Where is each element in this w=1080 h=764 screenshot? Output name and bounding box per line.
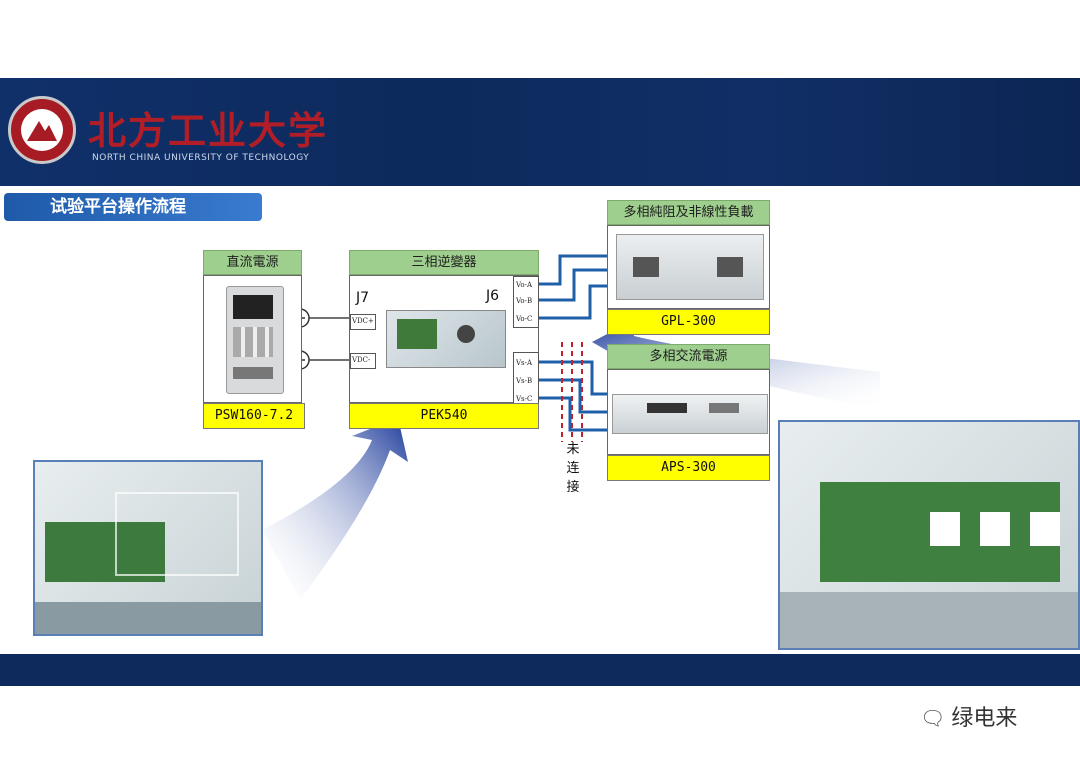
port-vs-a: Vs-A xyxy=(516,359,532,367)
dc-source-image xyxy=(203,275,302,403)
ac-source-device-icon xyxy=(612,394,768,434)
dc-source-model: PSW160-7.2 xyxy=(203,403,305,429)
dc-source-header: 直流電源 xyxy=(203,250,302,275)
footer-band xyxy=(0,654,1080,686)
ac-source-header: 多相交流電源 xyxy=(607,344,770,369)
inverter-header: 三相逆變器 xyxy=(349,250,539,275)
load-device-icon xyxy=(616,234,764,300)
ac-source-image xyxy=(607,369,770,455)
power-supply-icon xyxy=(226,286,284,394)
j6-label: J6 xyxy=(486,288,499,304)
inverter-model: PEK540 xyxy=(349,403,539,429)
port-vs-c: Vs-C xyxy=(516,395,532,403)
port-vdc-minus: VDC- xyxy=(352,356,370,364)
watermark-text: 绿电来 xyxy=(951,706,1017,731)
load-wires xyxy=(538,256,608,318)
load-image xyxy=(607,225,770,309)
port-vo-c: Vo-C xyxy=(516,315,532,323)
port-vo-b: Vo-B xyxy=(516,297,532,305)
load-model: GPL-300 xyxy=(607,309,770,335)
j7-label: J7 xyxy=(356,290,369,306)
port-vdc-plus: VDC+ xyxy=(352,317,374,325)
pointer-arrow-left xyxy=(262,418,408,600)
not-connected-char-1: 未 xyxy=(565,440,581,459)
wechat-icon: 🗨 xyxy=(920,706,945,730)
load-header: 多相純阻及非線性負載 xyxy=(607,200,770,225)
inverter-image: J7 J6 VDC+ VDC- Vo-A Vo-B Vo-C Vs-A Vs-B… xyxy=(349,275,539,403)
board-closeup-photo xyxy=(778,420,1080,650)
not-connected-char-2: 连 xyxy=(565,459,581,478)
ac-source-model: APS-300 xyxy=(607,455,770,481)
not-connected-label: 未 连 接 xyxy=(565,440,581,497)
watermark: 🗨绿电来 xyxy=(920,700,1017,732)
not-connected-char-3: 接 xyxy=(565,478,581,497)
inverter-photo xyxy=(33,460,263,636)
port-vo-a: Vo-A xyxy=(516,281,532,289)
port-vs-b: Vs-B xyxy=(516,377,532,385)
inverter-board-icon xyxy=(386,310,506,368)
